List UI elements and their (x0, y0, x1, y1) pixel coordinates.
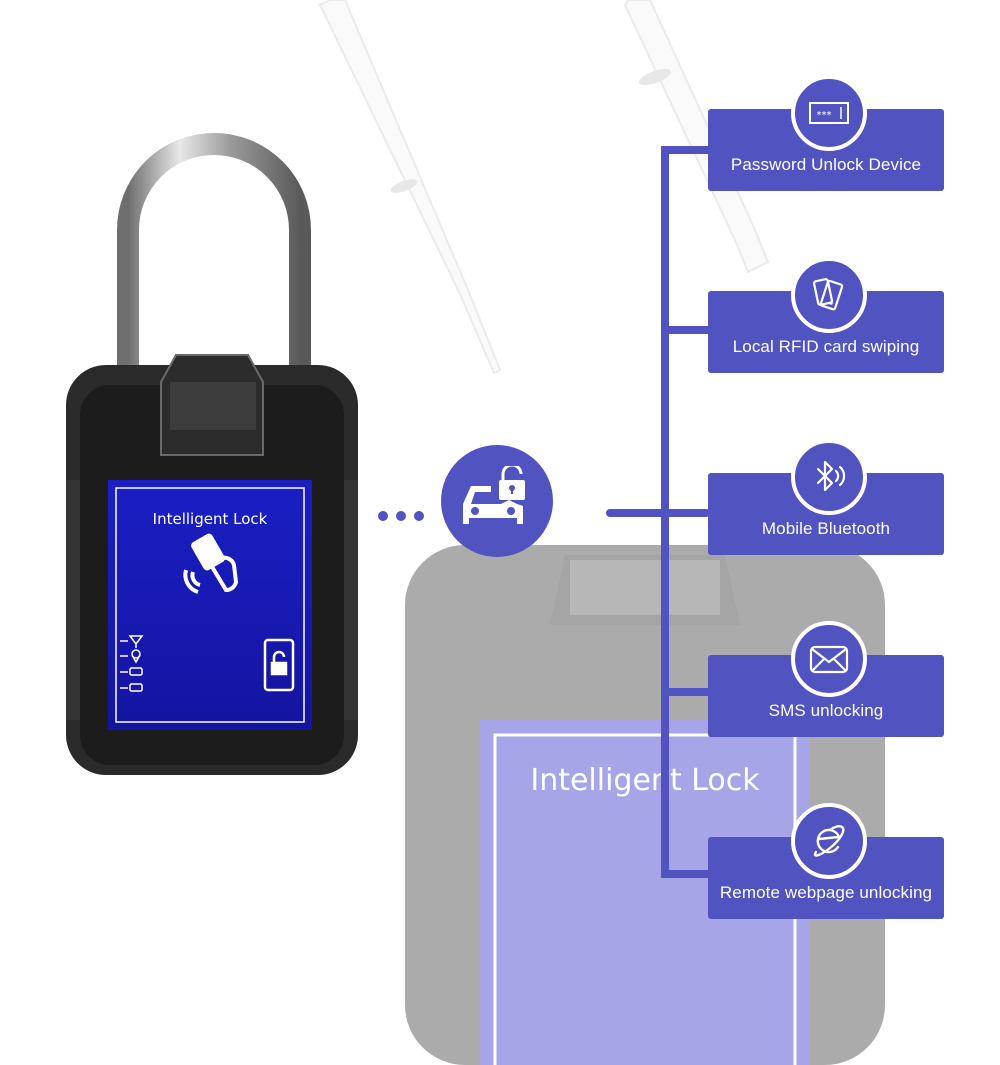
password-stars: *** (817, 110, 832, 121)
feature-icon-circle (791, 803, 867, 879)
screen-title: Intelligent Lock (153, 510, 268, 528)
background-pins-image (318, 0, 770, 375)
phone-unlock-icon (263, 638, 295, 692)
web-browser-icon (813, 825, 845, 857)
feature-label: Local RFID card swiping (732, 337, 920, 356)
bluetooth-icon (816, 460, 846, 492)
rfid-card-tap-icon (183, 533, 239, 594)
background-screen-title: Intelligent Lock (530, 763, 760, 798)
car-unlock-icon (463, 466, 525, 524)
feature-label: Password Unlock Device (730, 155, 922, 174)
feature-icon-circle (791, 621, 867, 697)
background-lock-image: Intelligent Lock (405, 545, 885, 1065)
feature-card-bluetooth: Mobile Bluetooth (708, 439, 944, 555)
connector-line-hub (606, 509, 710, 517)
connector-line-rfid (661, 326, 709, 334)
car-unlock-hub (441, 445, 553, 557)
feature-card-sms: SMS unlocking (708, 621, 944, 737)
rfid-cards-icon (812, 278, 844, 311)
connector-line-sms (661, 688, 709, 696)
feature-card-rfid: Local RFID card swiping (708, 257, 944, 373)
intelligent-lock-image: Intelligent Lock (66, 133, 358, 775)
feature-card-web: Remote webpage unlocking (708, 803, 944, 919)
status-icons (120, 635, 144, 692)
envelope-icon (809, 645, 849, 674)
feature-label: Mobile Bluetooth (761, 519, 891, 538)
feature-label: Remote webpage unlocking (719, 883, 933, 902)
feature-icon-circle (791, 257, 867, 333)
connector-line-password (661, 146, 709, 154)
dot (396, 511, 406, 521)
connector-line-web (661, 870, 709, 878)
password-field-icon: *** (809, 102, 849, 124)
connector-dots (378, 511, 424, 521)
feature-icon-circle (791, 439, 867, 515)
dot (414, 511, 424, 521)
feature-icon-circle: *** (791, 75, 867, 151)
feature-label: SMS unlocking (768, 701, 884, 720)
feature-card-password: *** Password Unlock Device (708, 75, 944, 191)
dot (378, 511, 388, 521)
